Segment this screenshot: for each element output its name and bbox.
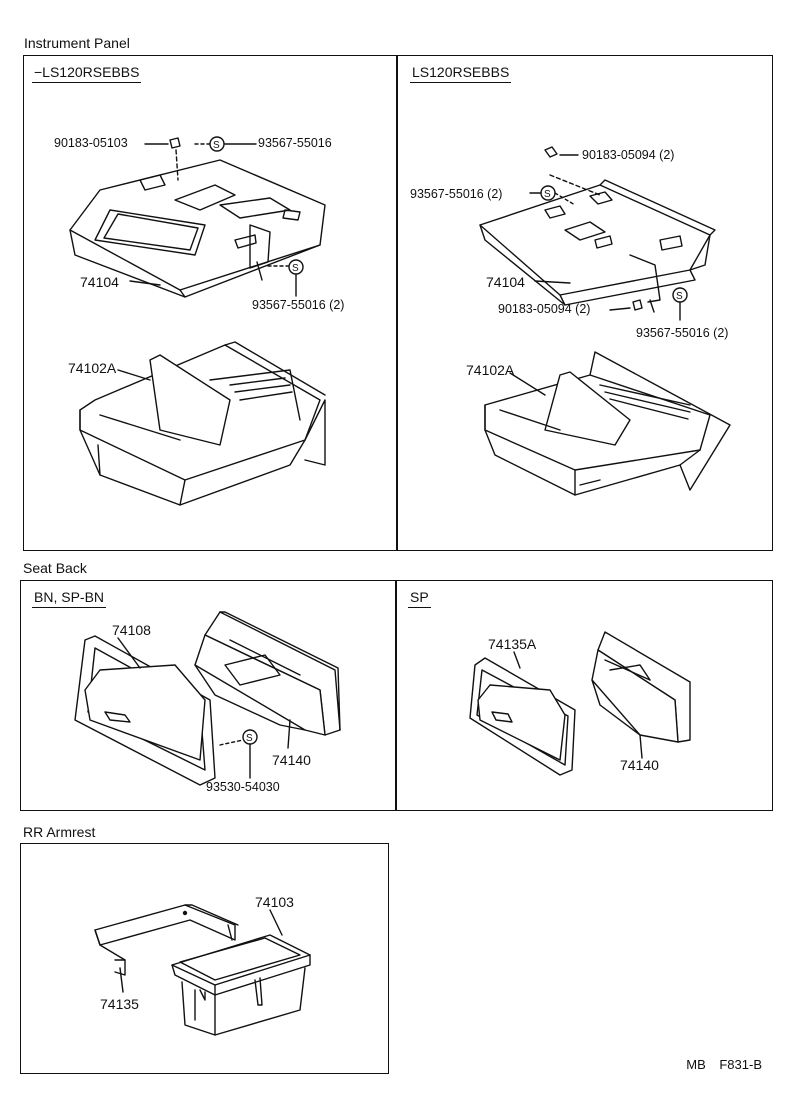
screw-symbol: S	[246, 733, 253, 744]
ashtray-box-drawing	[484, 351, 731, 496]
part-label-screw: 93530-54030	[206, 780, 280, 794]
instrument-panel-variant-left: −LS120RSEBBS	[32, 64, 142, 83]
seat-back-variant-right: SP	[408, 589, 431, 608]
part-label-nut: 90183-05094 (2)	[498, 302, 591, 316]
part-label-nut: 90183-05094 (2)	[582, 148, 675, 162]
part-label-box: 74102A	[68, 360, 117, 376]
seat-back-title: Seat Back	[23, 560, 87, 576]
part-label-screw: 93567-55016 (2)	[252, 298, 345, 312]
instrument-panel-variant-right: LS120RSEBBS	[410, 64, 512, 83]
part-label-box: 74103	[255, 894, 294, 910]
part-label-nut: 90183-05103	[54, 136, 128, 150]
screw-symbol: S	[213, 140, 220, 151]
ashtray-lid-drawing	[479, 179, 716, 313]
seat-back-variant-left: BN, SP-BN	[32, 589, 107, 608]
armrest-ashtray-box-drawing	[171, 934, 311, 1036]
part-label-screw: 93567-55016 (2)	[636, 326, 729, 340]
instrument-panel-box-left	[23, 55, 398, 551]
part-label-lid: 74104	[80, 274, 119, 290]
part-label-inner: 74140	[272, 752, 311, 768]
rr-armrest-box	[20, 843, 389, 1074]
part-label-screw: 93567-55016	[258, 136, 332, 150]
instrument-panel-box-right	[396, 55, 773, 551]
part-label-box: 74102A	[466, 362, 515, 378]
screw-symbol: S	[544, 189, 551, 200]
seat-back-box-right	[395, 580, 773, 811]
ashtray-lid-drawing	[69, 159, 326, 298]
footer-code-figure: F831-B	[719, 1057, 762, 1072]
ashtray-box-drawing	[79, 341, 326, 506]
part-label-inner: 74140	[620, 757, 659, 773]
part-label-screw: 93567-55016 (2)	[410, 187, 503, 201]
footer-code-mb: MB	[686, 1057, 706, 1072]
seat-back-ashtray-cover-drawing	[469, 657, 576, 776]
instrument-panel-title: Instrument Panel	[24, 35, 130, 51]
seat-back-box-left	[20, 580, 397, 811]
footer-codes: MB F831-B	[676, 1057, 762, 1072]
armrest-bracket-drawing	[94, 904, 239, 976]
rr-armrest-title: RR Armrest	[23, 824, 96, 840]
part-label-cover: 74135A	[488, 636, 537, 652]
part-label-lid: 74104	[486, 274, 525, 290]
seat-back-ashtray-inner-drawing	[194, 611, 341, 736]
screw-symbol: S	[292, 263, 299, 274]
part-label-cover: 74108	[112, 622, 151, 638]
screw-symbol: S	[676, 291, 683, 302]
seat-back-ashtray-cover-drawing	[74, 635, 216, 786]
seat-back-ashtray-inner-drawing	[591, 631, 691, 743]
part-label-bracket: 74135	[100, 996, 139, 1012]
